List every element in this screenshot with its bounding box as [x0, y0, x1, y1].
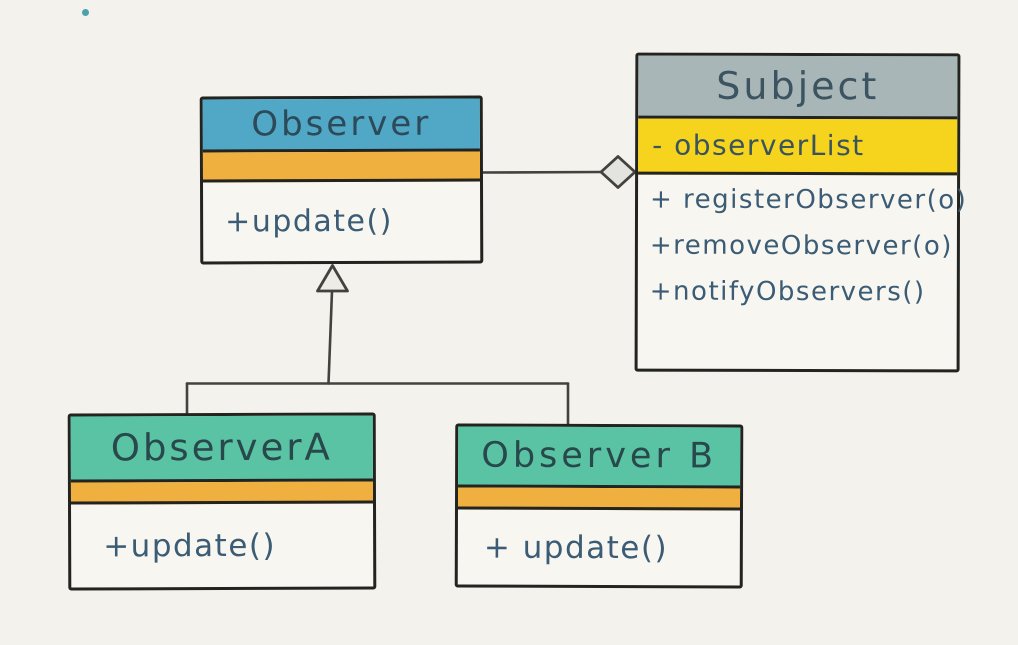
methods-section-observer: +update()	[203, 182, 480, 262]
method-label: + registerObserver(o)	[649, 184, 968, 216]
class-box-observer-b: Observer B + update()	[454, 423, 744, 589]
method-label: +update()	[225, 203, 393, 240]
aggregation-diamond-icon	[599, 155, 637, 189]
class-title-observer-b: Observer B	[458, 426, 741, 489]
methods-section-observer-b: + update()	[458, 510, 740, 586]
class-title-subject: Subject	[638, 55, 958, 120]
methods-section-subject: + registerObserver(o) +removeObserver(o)…	[638, 175, 968, 370]
method-label: +notifyObservers()	[649, 276, 926, 308]
inheritance-triangle-icon	[316, 264, 349, 293]
class-title-observer: Observer	[202, 98, 480, 153]
class-title-observer-a: ObserverA	[70, 415, 373, 483]
class-box-observer: Observer +update()	[199, 95, 484, 265]
class-box-subject: Subject - observerList + registerObserve…	[634, 52, 968, 373]
methods-section-observer-a: +update()	[71, 503, 373, 587]
aggregation-line	[481, 170, 604, 174]
method-label: +update()	[103, 527, 277, 564]
attribute-label: - observerList	[652, 128, 865, 163]
class-box-observer-a: ObserverA +update()	[67, 412, 377, 591]
attributes-section-observer-a	[70, 481, 374, 505]
inheritance-trunk-line	[327, 289, 334, 385]
method-label: + update()	[483, 529, 669, 566]
stray-ink-dot	[82, 9, 89, 16]
attributes-section-observer	[202, 151, 481, 183]
method-label: +removeObserver(o)	[649, 230, 953, 262]
attributes-section-subject: - observerList	[638, 118, 958, 176]
attributes-section-observer-b	[457, 487, 741, 511]
